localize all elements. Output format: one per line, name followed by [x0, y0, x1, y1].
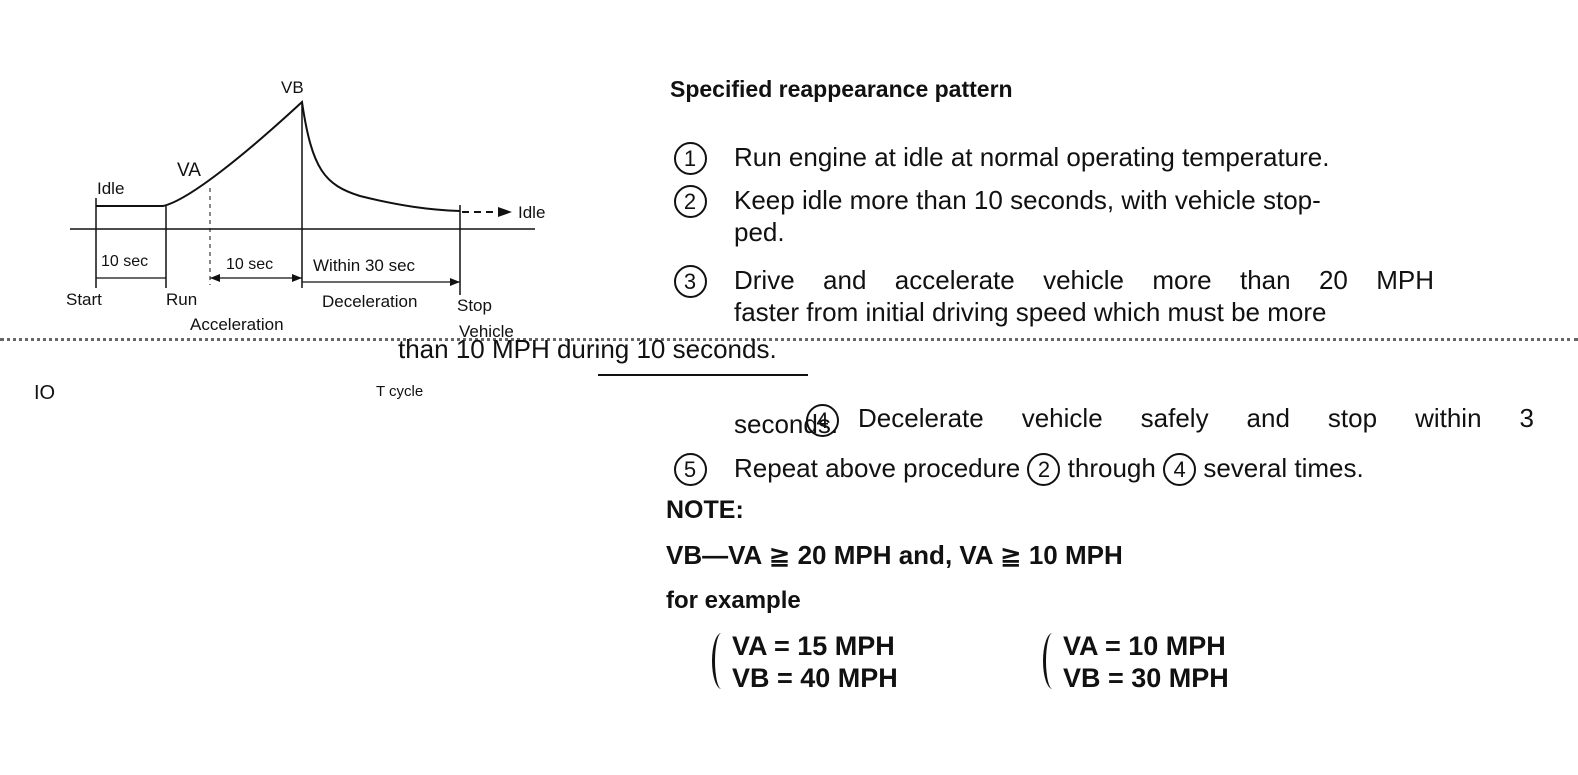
step-5-mid: through [1067, 453, 1156, 483]
step-5-post: several times. [1203, 453, 1364, 483]
step-4-number-wrap: 4 [806, 404, 839, 437]
example-2: VA = 10 MPH VB = 30 MPH [1063, 630, 1229, 694]
step-1-text: Run engine at idle at normal operating t… [734, 142, 1330, 172]
interval-accel-arrow-left [210, 274, 220, 282]
left-margin-fragment: IO [34, 382, 55, 404]
step-3-text: Drive and accelerate vehicle more than 2… [734, 264, 1434, 328]
example-1: VA = 15 MPH VB = 40 MPH [732, 630, 898, 694]
example-2-va: VA = 10 MPH [1063, 631, 1226, 661]
step-2-text: Keep idle more than 10 seconds, with veh… [734, 184, 1434, 248]
label-vb: VB [281, 78, 304, 97]
interval-accel-arrow-right [292, 274, 302, 282]
step-5-pre: Repeat above procedure [734, 453, 1021, 483]
example-1-vb: VB = 40 MPH [732, 663, 898, 693]
step-2-line-2: ped. [734, 217, 785, 247]
label-start: Start [66, 290, 102, 309]
step-5-ref-a: 2 [1027, 453, 1061, 486]
note-heading: NOTE: [666, 496, 744, 524]
step-3-line-2: faster from initial driving speed which … [734, 297, 1327, 327]
step-4-number: 4 [806, 404, 839, 437]
step-5-ref-b: 4 [1163, 453, 1197, 486]
label-deceleration: Deceleration [322, 292, 417, 311]
speed-curve [96, 99, 461, 212]
label-vehicle: Vehicle [459, 322, 514, 341]
label-acceleration: Acceleration [190, 315, 284, 334]
label-10sec-a: 10 sec [101, 253, 148, 270]
step-5-text: Repeat above procedure 2 through 4 sever… [734, 452, 1434, 486]
step-3-continuation: than 10 MPH during 10 seconds. [398, 334, 777, 364]
speed-pattern-diagram: VB VA Idle Idle 10 sec 10 sec Within 30 … [34, 78, 545, 404]
step-4-line-1: Decelerate vehicle safely and stop withi… [858, 403, 1534, 433]
note-for-example: for example [666, 587, 801, 614]
step-2-line-1: Keep idle more than 10 seconds, with veh… [734, 185, 1321, 215]
label-idle-left: Idle [97, 179, 124, 198]
section-title: Specified reappearance pattern [670, 76, 1013, 102]
scan-break-dash [598, 374, 808, 376]
step-4-line-2: seconds. [734, 409, 839, 439]
example-2-vb: VB = 30 MPH [1063, 663, 1229, 693]
diagram-caption: T cycle [376, 383, 423, 400]
interval-decel-arrow-right [450, 278, 460, 286]
step-1-number: 1 [673, 142, 707, 175]
step-5-number: 5 [673, 453, 707, 486]
label-within30: Within 30 sec [313, 256, 416, 275]
step-3-line-1: Drive and accelerate vehicle more than 2… [734, 265, 1434, 295]
example-2-brace [1043, 633, 1062, 689]
label-va: VA [177, 160, 201, 181]
label-10sec-b: 10 sec [226, 256, 273, 273]
idle-arrowhead [498, 207, 512, 217]
note-formula: VB—VA ≧ 20 MPH and, VA ≧ 10 MPH [666, 540, 1123, 570]
step-3-number: 3 [673, 265, 707, 298]
example-1-brace [712, 633, 731, 689]
label-stop: Stop [457, 296, 492, 315]
label-run: Run [166, 290, 197, 309]
label-idle-right: Idle [518, 203, 545, 222]
example-1-va: VA = 15 MPH [732, 631, 895, 661]
scan-break-line [0, 338, 1578, 341]
step-2-number: 2 [673, 185, 707, 218]
